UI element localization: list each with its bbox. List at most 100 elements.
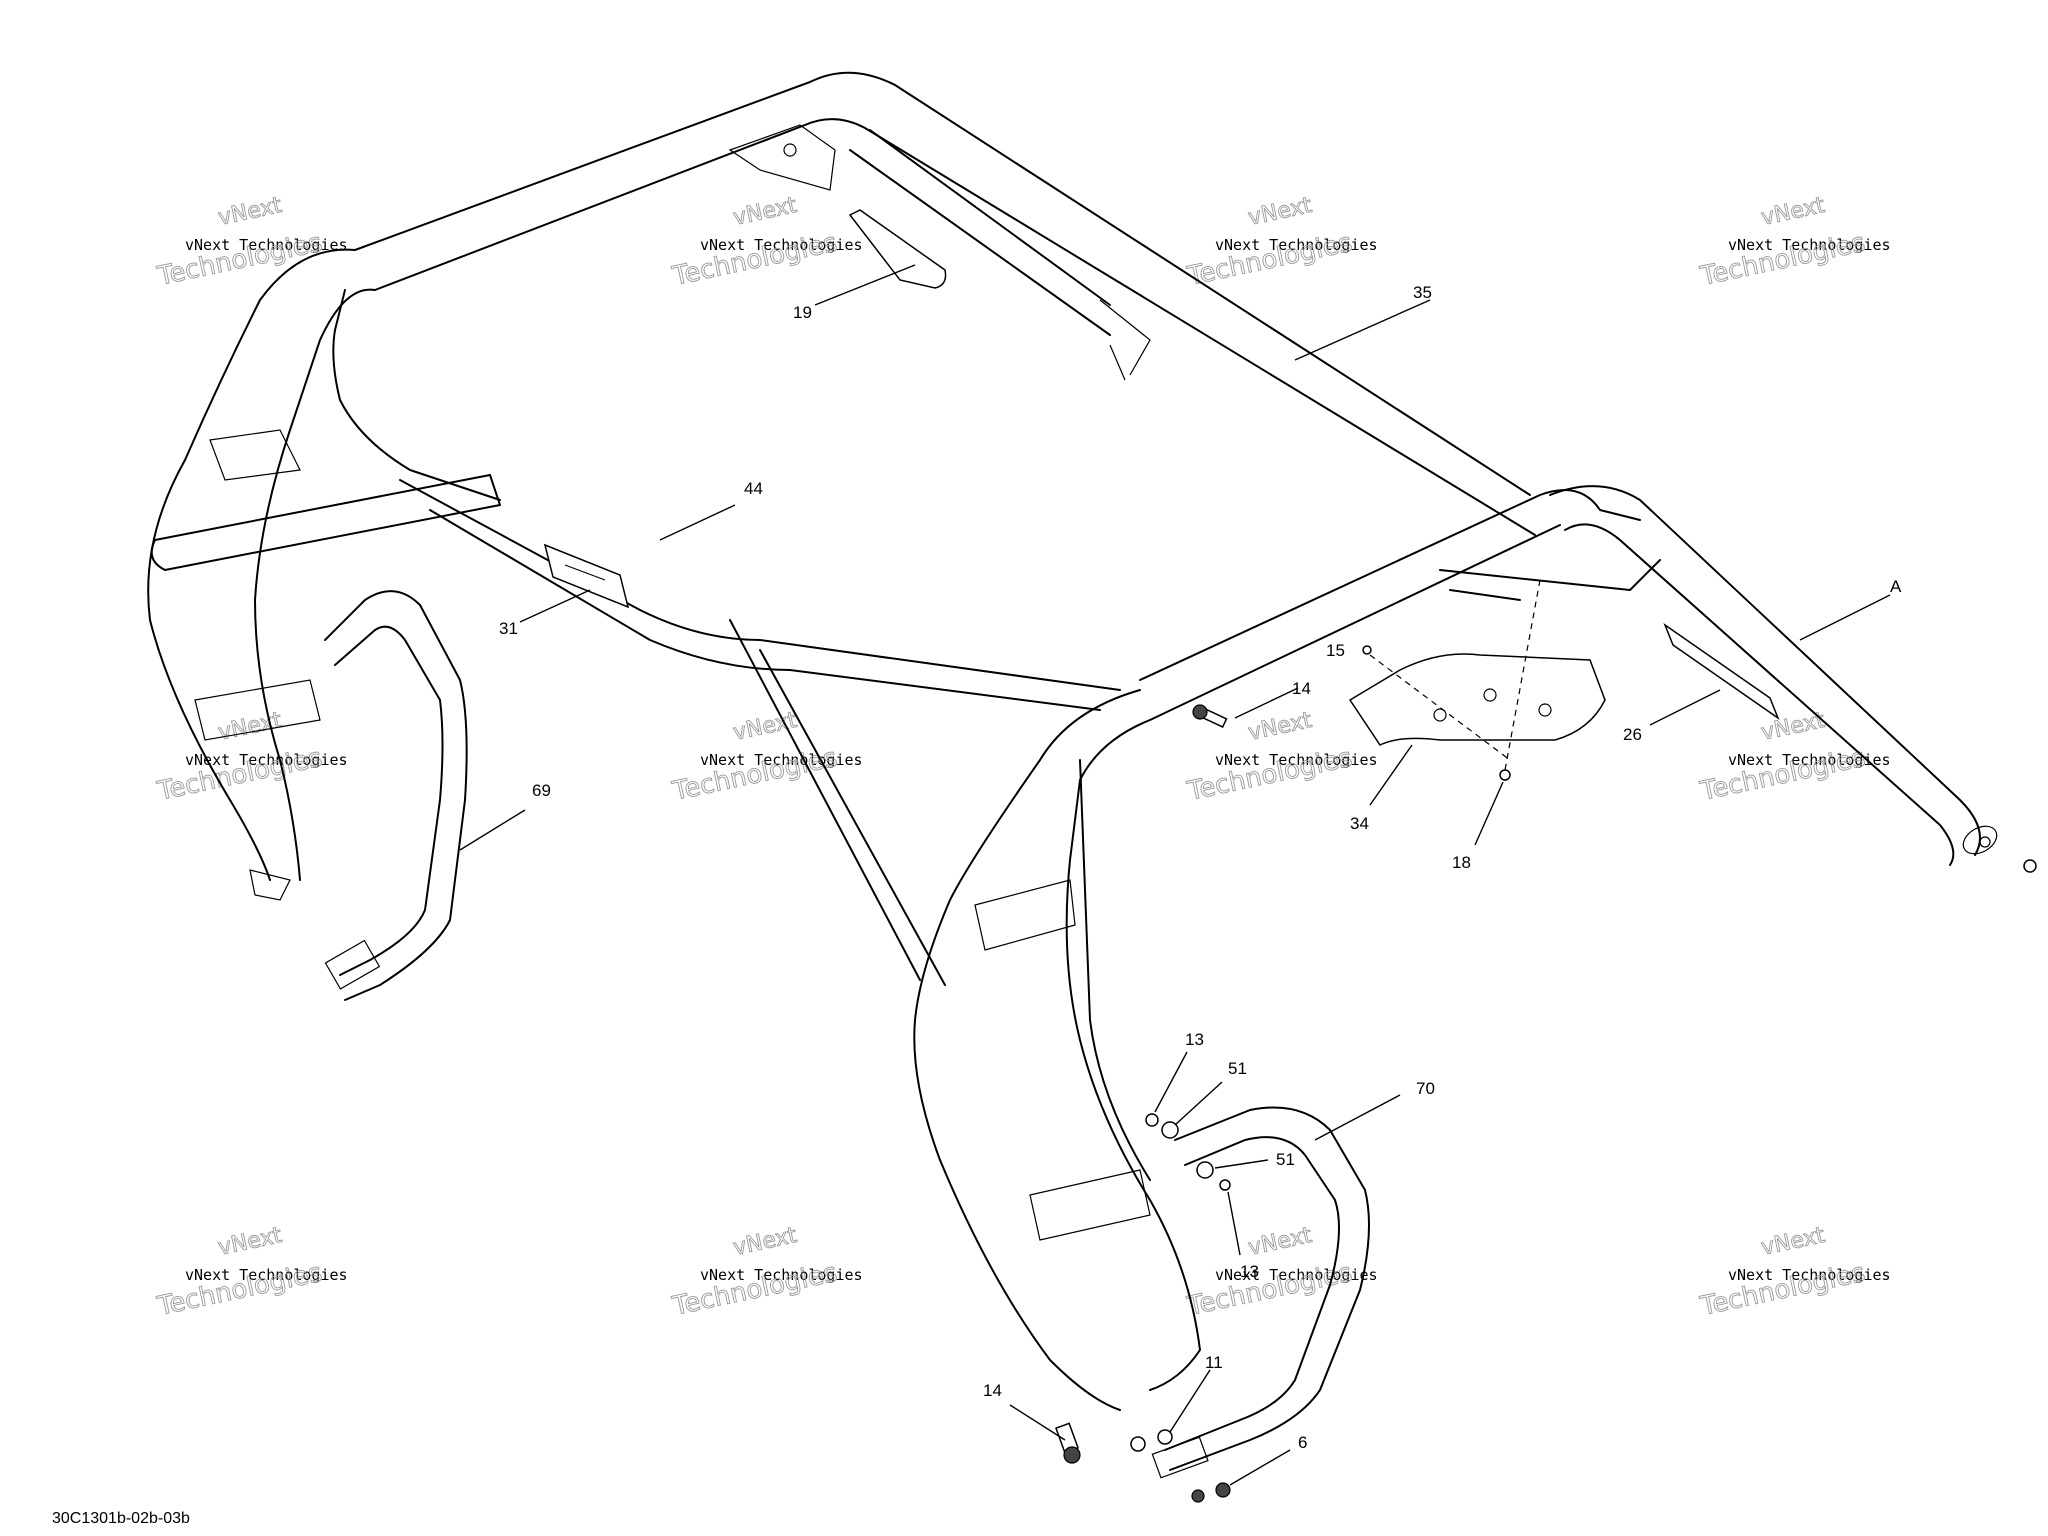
cover-hole	[1433, 708, 1447, 722]
part-34-cover	[1348, 653, 1606, 746]
left-roll-hoop-inner-2	[332, 289, 501, 501]
label-14-lower: 14	[983, 1381, 1002, 1400]
leader-19	[814, 264, 916, 306]
part-51-washer-lower	[1196, 1161, 1214, 1179]
center-mid-tube	[399, 479, 1121, 691]
leader-13-upper	[1154, 1051, 1188, 1113]
rear-center-bracket	[728, 124, 836, 191]
label-13-upper: 13	[1185, 1030, 1204, 1049]
watermark: vNext vNext Technologies Technologies	[669, 193, 863, 293]
leader-31	[519, 589, 591, 623]
cover-hole	[1538, 703, 1552, 717]
leader-14-upper	[1234, 687, 1299, 719]
label-15: 15	[1326, 641, 1345, 660]
svg-text:vNext Technologies: vNext Technologies	[1728, 1266, 1891, 1284]
svg-text:vNext: vNext	[1759, 1223, 1827, 1261]
front-crossbar-lower	[1149, 524, 1561, 721]
label-35: 35	[1413, 283, 1432, 302]
part-14-bolt-lower	[1055, 1422, 1081, 1464]
part-15-screw	[1362, 645, 1372, 655]
label-70: 70	[1416, 1079, 1435, 1098]
label-44: 44	[744, 479, 763, 498]
left-handle-foot	[324, 939, 381, 990]
right-grab-handle	[1169, 1106, 1370, 1471]
leader-51-upper	[1174, 1081, 1223, 1126]
label-14-upper: 14	[1292, 679, 1311, 698]
left-crossbar	[150, 474, 501, 571]
small-parts	[543, 209, 2037, 1503]
label-69: 69	[532, 781, 551, 800]
left-hoop-foot	[249, 869, 291, 901]
rear-top-tube	[354, 71, 1531, 496]
part-6-bolt-2	[1215, 1482, 1231, 1498]
leader-A	[1799, 594, 1891, 641]
part-18-screw	[1499, 769, 1511, 781]
svg-text:vNext Technologies: vNext Technologies	[700, 751, 863, 769]
leader-26	[1649, 689, 1721, 726]
part-26-emblem	[1663, 622, 1780, 721]
svg-text:vNext Technologies: vNext Technologies	[1215, 1266, 1378, 1284]
leader-35	[1294, 299, 1431, 361]
left-grab-handle	[324, 590, 468, 1001]
label-34: 34	[1350, 814, 1369, 833]
label-26: 26	[1623, 725, 1642, 744]
center-mid-tube-lower	[429, 509, 1101, 711]
right-end-bolt	[2023, 859, 2037, 873]
svg-text:vNext: vNext	[1246, 1223, 1314, 1261]
leader-34	[1369, 744, 1413, 806]
part-14-bolt-upper	[1192, 704, 1228, 729]
watermark: vNext vNext Technologies Technologies	[154, 708, 348, 808]
part-11-nut	[1130, 1436, 1146, 1452]
label-51-upper: 51	[1228, 1059, 1247, 1078]
right-grab-handle-inner	[1164, 1136, 1340, 1451]
leader-11	[1169, 1369, 1211, 1433]
label-13-lower: 13	[1240, 1262, 1259, 1281]
part-13-nut-lower	[1219, 1179, 1231, 1191]
svg-text:vNext: vNext	[1759, 193, 1827, 231]
leader-18	[1474, 781, 1504, 846]
svg-text:vNext Technologies: vNext Technologies	[1215, 236, 1378, 254]
svg-text:vNext: vNext	[731, 193, 799, 231]
right-tube-end	[1962, 825, 1998, 855]
label-19: 19	[793, 303, 812, 322]
right-roll-hoop-outer	[913, 689, 1141, 1411]
leader-69	[459, 809, 526, 851]
leader-51-lower	[1214, 1159, 1269, 1169]
svg-text:vNext Technologies: vNext Technologies	[700, 236, 863, 254]
rear-top-tube-inner	[374, 118, 1536, 536]
label-18: 18	[1452, 853, 1471, 872]
svg-text:vNext Technologies: vNext Technologies	[700, 1266, 863, 1284]
watermark: vNext vNext Technologies Technologies	[1184, 193, 1378, 293]
leader-lines	[459, 264, 1891, 1486]
svg-text:vNext Technologies: vNext Technologies	[1728, 751, 1891, 769]
part-19-clip	[848, 209, 947, 289]
front-crossbar	[1139, 489, 1641, 681]
part-11-nut-2	[1157, 1429, 1173, 1445]
label-51-lower: 51	[1276, 1150, 1295, 1169]
diagonal-clamp	[1099, 299, 1151, 381]
svg-text:vNext: vNext	[216, 1223, 284, 1261]
leader-13-lower	[1227, 1191, 1241, 1256]
roll-cage-frame	[147, 71, 1998, 1479]
part-labels: 35 19 44 31 A 15 14 34 18 26 69 13 51 51…	[499, 283, 1902, 1452]
right-under-brace	[1439, 559, 1661, 601]
left-hoop-plate-lower	[194, 679, 321, 741]
watermark: vNext vNext Technologies Technologies	[1697, 1223, 1891, 1323]
right-hoop-plate-lower	[1029, 1169, 1151, 1241]
svg-text:vNext: vNext	[216, 193, 284, 231]
rear-diagonal-brace	[849, 129, 1111, 336]
watermark: vNext vNext Technologies Technologies	[1697, 708, 1891, 808]
cover-hole	[1483, 688, 1497, 702]
label-11: 11	[1205, 1353, 1223, 1372]
watermark: vNext vNext Technologies Technologies	[1697, 193, 1891, 293]
leader-70	[1314, 1094, 1401, 1141]
right-roll-hoop-inner	[1065, 719, 1201, 1391]
center-diagonal-leg	[729, 619, 946, 986]
svg-text:vNext: vNext	[731, 1223, 799, 1261]
right-upper-tube-inner	[1564, 523, 1955, 866]
part-31-emblem	[543, 543, 630, 609]
watermark: vNext vNext Technologies Technologies	[154, 1223, 348, 1323]
leader-44	[659, 504, 736, 541]
svg-text:vNext: vNext	[731, 708, 799, 746]
